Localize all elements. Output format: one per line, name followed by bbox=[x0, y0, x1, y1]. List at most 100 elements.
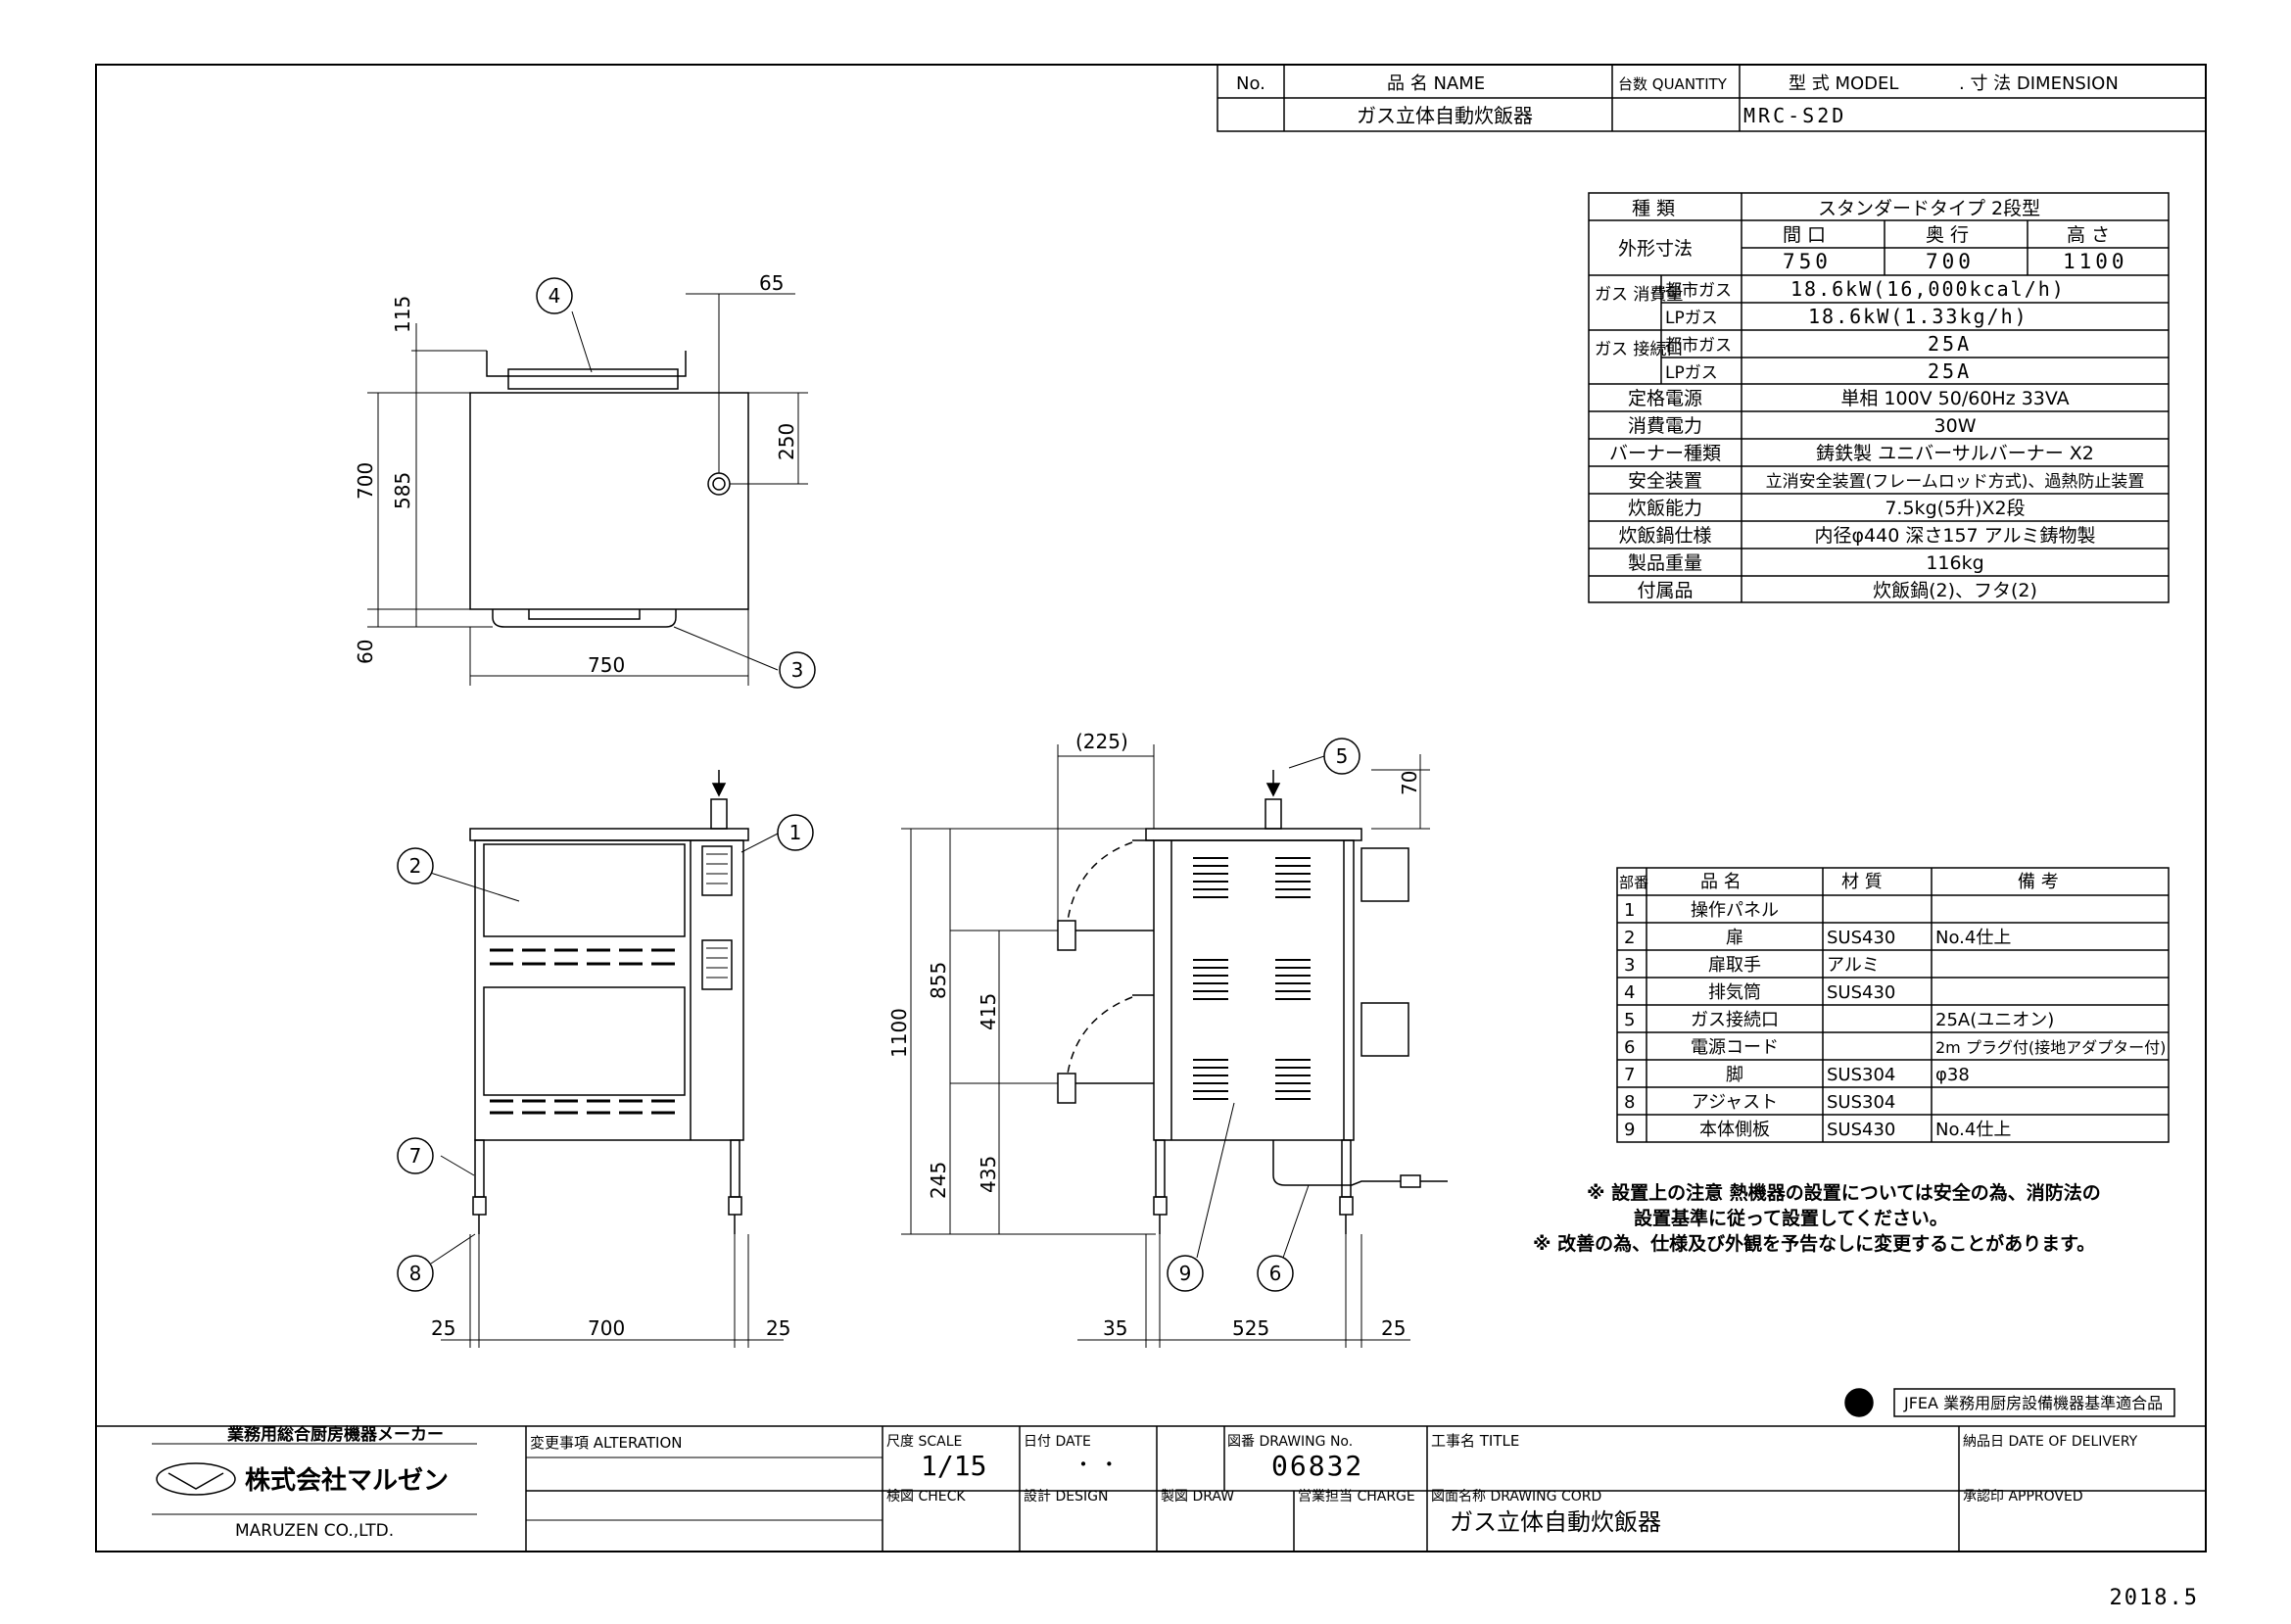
dim-side-855: 855 bbox=[927, 962, 950, 999]
frame-border bbox=[95, 64, 2207, 1552]
parts-row-name: 脚 bbox=[1726, 1065, 1743, 1085]
side-view: (225) 70 1100 855 415 245 435 35 525 25 bbox=[887, 730, 1448, 1348]
delivery-label: 納品日 DATE OF DELIVERY bbox=[1963, 1434, 2138, 1450]
balloon-number: 5 bbox=[1336, 744, 1349, 768]
drawing-name: ガス立体自動炊飯器 bbox=[1450, 1508, 1661, 1536]
spec-depth: 700 bbox=[1926, 250, 1975, 273]
dim-top-750: 750 bbox=[588, 653, 625, 677]
spec-conn-lp: 25A bbox=[1928, 359, 1972, 383]
balloon-5 bbox=[1323, 738, 1360, 775]
note-line-3: ※ 改善の為、仕様及び外観を予告なしに変更することがあります。 bbox=[1533, 1232, 2095, 1255]
balloon-9 bbox=[1167, 1255, 1204, 1292]
spec-gas-conn-label: ガス 接続口 bbox=[1595, 340, 1683, 359]
parts-row-name: 本体側板 bbox=[1699, 1120, 1770, 1140]
parts-row-note: No.4仕上 bbox=[1935, 928, 2011, 948]
header-col-no: No. bbox=[1236, 73, 1265, 94]
spec-lp-gas-1: LPガス bbox=[1665, 309, 1718, 328]
parts-row-no: 5 bbox=[1624, 1010, 1635, 1030]
balloon-1 bbox=[777, 814, 814, 851]
spec-row-label: 消費電力 bbox=[1628, 415, 1702, 437]
header-col-name: 品 名 NAME bbox=[1387, 73, 1485, 94]
dim-front-25b: 25 bbox=[766, 1316, 790, 1340]
spec-row-label: バーナー種類 bbox=[1609, 443, 1721, 464]
spec-width: 750 bbox=[1783, 250, 1832, 273]
product-name: ガス立体自動炊飯器 bbox=[1357, 104, 1533, 127]
maker-line: 業務用総合厨房機器メーカー bbox=[227, 1424, 444, 1445]
spec-type-value: スタンダードタイプ 2段型 bbox=[1818, 198, 2040, 219]
design-label: 設計 DESIGN bbox=[1024, 1489, 1108, 1505]
issue-date: 2018.5 bbox=[2109, 1586, 2199, 1610]
notes: ※ 設置上の注意 熱機器の設置については安全の為、消防法の 設置基準に従って設置… bbox=[1533, 1181, 2101, 1255]
balloon-number: 9 bbox=[1179, 1262, 1192, 1285]
front-view: 25 700 25 bbox=[431, 770, 790, 1348]
balloon-2 bbox=[397, 847, 434, 884]
parts-row-material: SUS304 bbox=[1827, 1065, 1895, 1085]
title-label: 工事名 TITLE bbox=[1431, 1432, 1519, 1450]
parts-row-material: アルミ bbox=[1827, 955, 1880, 976]
parts-row-material: SUS430 bbox=[1827, 928, 1895, 948]
charge-label: 営業担当 CHARGE bbox=[1298, 1489, 1415, 1505]
dim-front-25a: 25 bbox=[431, 1316, 455, 1340]
spec-table: 種 類 スタンダードタイプ 2段型 外形寸法 間 口 奥 行 高 さ 750 7… bbox=[1588, 192, 2170, 603]
parts-row-note: 2m プラグ付(接地アダプター付) bbox=[1935, 1038, 2166, 1057]
spec-height-label: 高 さ bbox=[2067, 224, 2110, 246]
parts-row-no: 2 bbox=[1624, 928, 1635, 948]
balloon-3 bbox=[779, 651, 816, 689]
drawn-label: 製図 DRAW bbox=[1161, 1489, 1234, 1505]
balloon-8 bbox=[397, 1255, 434, 1292]
spec-city-gas-1: 都市ガス bbox=[1665, 281, 1732, 301]
product-model: MRC-S2D bbox=[1743, 104, 1846, 127]
parts-row-no: 7 bbox=[1624, 1065, 1635, 1085]
parts-row-material: SUS430 bbox=[1827, 982, 1895, 1003]
dim-side-1100: 1100 bbox=[887, 1008, 911, 1058]
parts-row-name: 操作パネル bbox=[1691, 900, 1779, 921]
dim-top-700: 700 bbox=[354, 462, 377, 500]
header-col-model: 型 式 MODEL bbox=[1789, 73, 1898, 94]
scale-label: 尺度 SCALE bbox=[886, 1434, 962, 1450]
balloon-4 bbox=[536, 277, 573, 314]
parts-row-no: 9 bbox=[1624, 1120, 1635, 1140]
parts-row-name: 扉 bbox=[1726, 928, 1743, 948]
alteration-label: 変更事項 ALTERATION bbox=[530, 1434, 683, 1452]
header-table: No. 品 名 NAME 台数 QUANTITY 型 式 MODEL . 寸 法… bbox=[1217, 64, 2207, 132]
dim-top-115: 115 bbox=[391, 296, 414, 333]
spec-row-label: 付属品 bbox=[1637, 580, 1693, 601]
note-line-1: ※ 設置上の注意 熱機器の設置については安全の為、消防法の bbox=[1587, 1181, 2101, 1204]
balloon-6 bbox=[1257, 1255, 1294, 1292]
spec-row-value: 立消安全装置(フレームロッド方式)、過熱防止装置 bbox=[1766, 472, 2145, 492]
date-value: ・ ・ bbox=[1074, 1453, 1119, 1476]
parts-row-no: 4 bbox=[1624, 982, 1635, 1003]
spec-height: 1100 bbox=[2063, 250, 2128, 273]
balloon-number: 1 bbox=[789, 821, 802, 844]
drawing-cord-label: 図面名称 DRAWING CORD bbox=[1431, 1489, 1601, 1505]
drawing-no: 06832 bbox=[1271, 1450, 1363, 1482]
drawing-no-label: 図番 DRAWING No. bbox=[1227, 1434, 1353, 1450]
top-view: 115 65 250 700 585 60 750 bbox=[354, 271, 808, 686]
maruzen-logo-icon bbox=[156, 1462, 236, 1496]
balloon-number: 3 bbox=[791, 658, 804, 682]
balloon-number: 4 bbox=[549, 284, 561, 308]
spec-row-value: 鋳鉄製 ユニバーサルバーナー X2 bbox=[1816, 442, 2094, 464]
spec-use-lp: 18.6kW(1.33kg/h) bbox=[1808, 305, 2028, 328]
parts-row-name: 電源コード bbox=[1691, 1037, 1779, 1058]
company-name-en: MARUZEN CO.,LTD. bbox=[235, 1521, 394, 1541]
parts-row-no: 1 bbox=[1624, 900, 1635, 921]
parts-row-no: 3 bbox=[1624, 955, 1635, 976]
spec-row-label: 炊飯鍋仕様 bbox=[1618, 525, 1711, 547]
spec-lp-gas-2: LPガス bbox=[1665, 363, 1718, 383]
parts-row-note: 25A(ユニオン) bbox=[1935, 1010, 2054, 1030]
approved-label: 承認印 APPROVED bbox=[1963, 1489, 2083, 1505]
balloon-7 bbox=[397, 1137, 434, 1174]
balloon-number: 6 bbox=[1269, 1262, 1282, 1285]
spec-type-label: 種 類 bbox=[1632, 198, 1675, 219]
spec-row-value: 炊飯鍋(2)、フタ(2) bbox=[1873, 580, 2037, 601]
jfea-mark: JFEA bbox=[1847, 1401, 1869, 1410]
parts-row-name: ガス接続口 bbox=[1691, 1010, 1779, 1030]
spec-row-label: 炊飯能力 bbox=[1628, 498, 1702, 519]
parts-row-note: No.4仕上 bbox=[1935, 1120, 2011, 1140]
scale-value: 1/15 bbox=[921, 1450, 986, 1482]
spec-row-value: 30W bbox=[1934, 415, 1977, 437]
header-col-dim: . 寸 法 DIMENSION bbox=[1959, 73, 2119, 94]
